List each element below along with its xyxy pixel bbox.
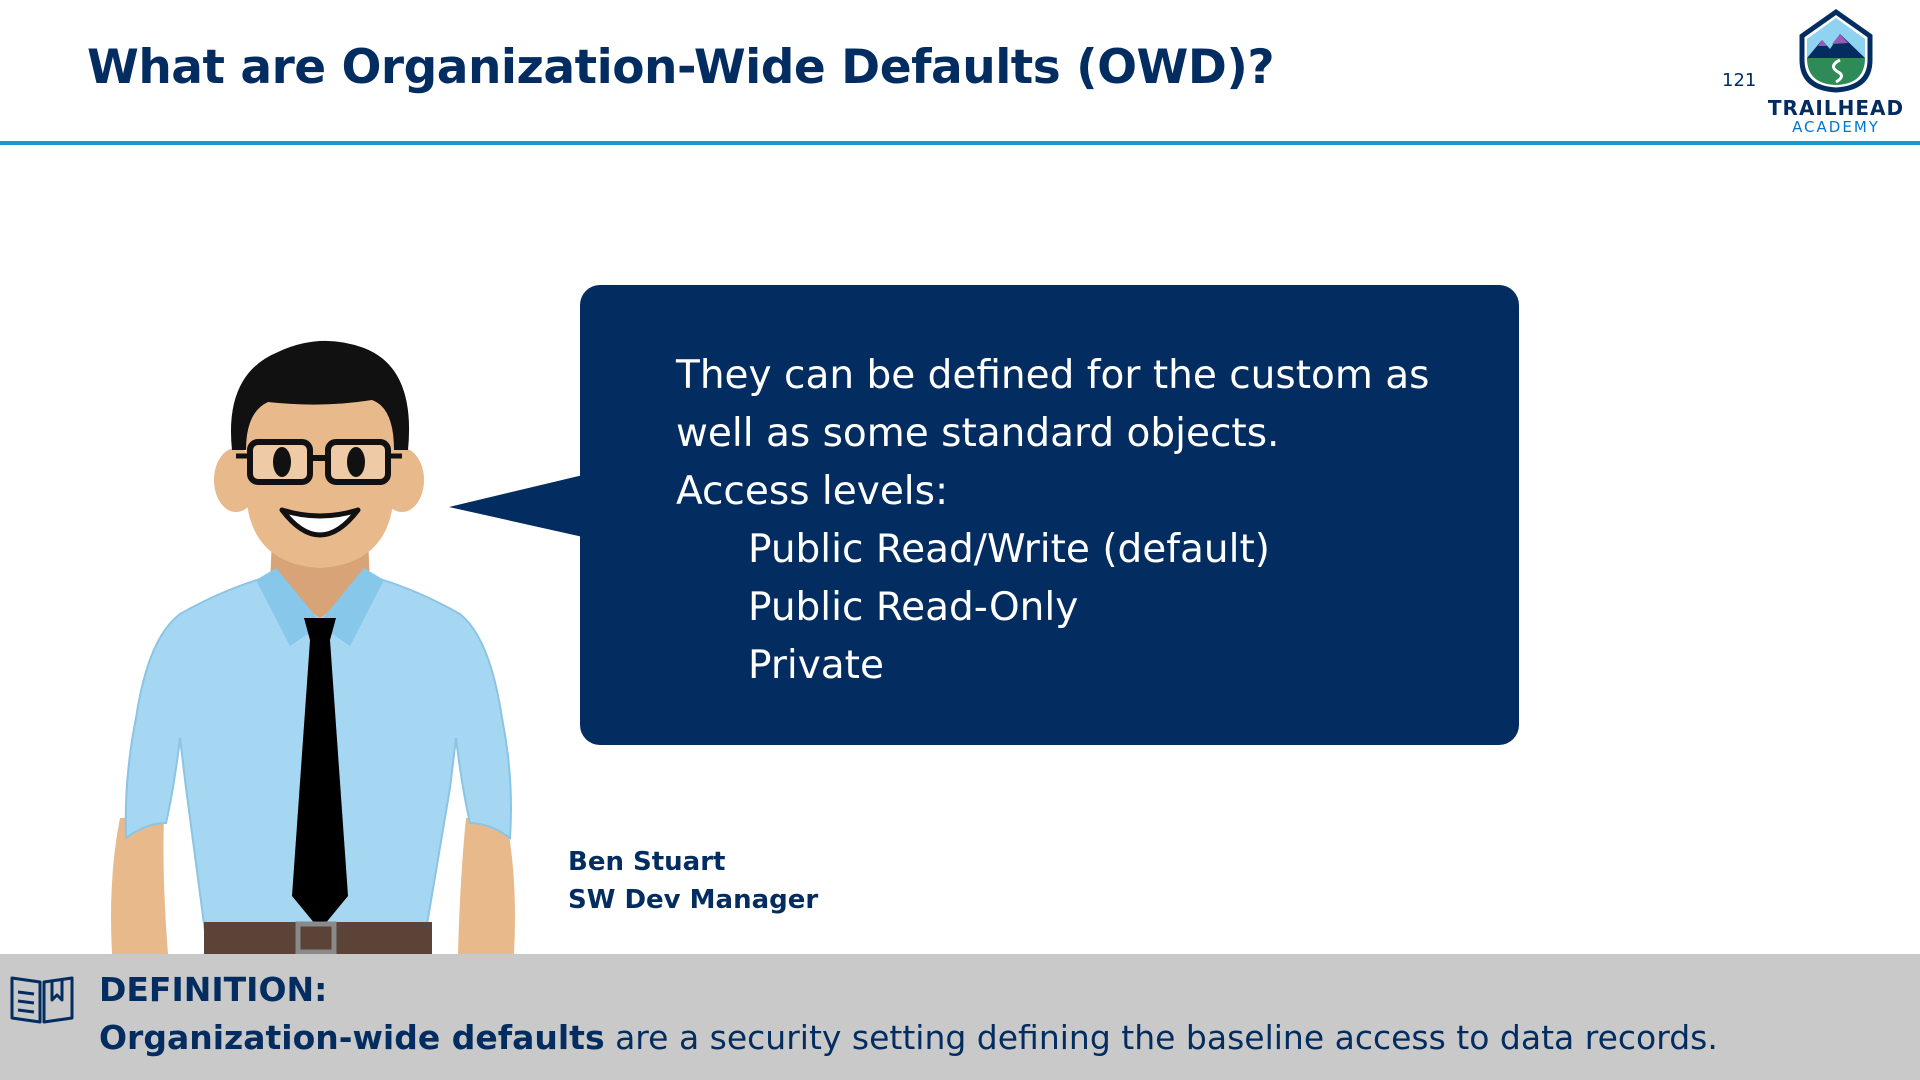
page-number: 121 <box>1722 70 1757 91</box>
trailhead-logo-icon <box>1799 8 1873 93</box>
slide-header: What are Organization-Wide Defaults (OWD… <box>0 0 1920 143</box>
definition-text: Organization-wide defaults are a securit… <box>99 1018 1718 1057</box>
access-level-item: Private <box>748 643 884 688</box>
definition-body: are a security setting defining the base… <box>604 1018 1718 1057</box>
speaker-caption: Ben Stuart SW Dev Manager <box>568 843 818 919</box>
access-level-item: Public Read/Write (default) <box>748 527 1270 572</box>
bubble-line: Access levels: <box>676 469 949 514</box>
logo-line-trailhead: TRAILHEAD <box>1767 96 1905 120</box>
definition-heading: DEFINITION: <box>99 970 328 1009</box>
slide-title: What are Organization-Wide Defaults (OWD… <box>87 40 1275 95</box>
speaker-name: Ben Stuart <box>568 847 726 877</box>
speech-bubble-tail <box>449 475 583 537</box>
definition-term: Organization-wide defaults <box>99 1018 605 1057</box>
open-book-icon <box>10 976 74 1024</box>
logo-line-academy: ACADEMY <box>1792 118 1880 136</box>
speaker-role: SW Dev Manager <box>568 885 819 915</box>
trailhead-academy-logo: TRAILHEAD ACADEMY <box>1766 6 1906 136</box>
person-illustration <box>111 340 515 954</box>
header-divider <box>0 141 1920 145</box>
access-level-item: Public Read-Only <box>748 585 1079 630</box>
speech-bubble: They can be defined for the custom as we… <box>580 285 1519 745</box>
bubble-line: well as some standard objects. <box>676 411 1280 456</box>
bubble-line: They can be defined for the custom as <box>676 353 1430 398</box>
definition-panel: DEFINITION: Organization-wide defaults a… <box>0 954 1920 1080</box>
